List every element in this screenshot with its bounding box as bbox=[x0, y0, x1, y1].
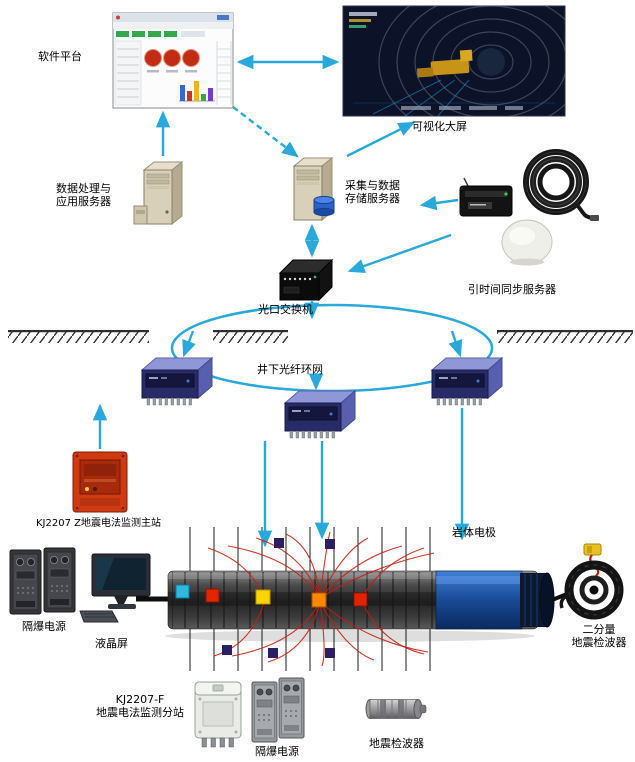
lcd-monitor bbox=[79, 553, 151, 623]
label-fiber-ring: 井下光纤环网 bbox=[257, 363, 323, 376]
label-substation: KJ2207-F 地震电法监测分站 bbox=[88, 693, 192, 719]
label-line: 存储服务器 bbox=[345, 192, 400, 205]
substation-middle bbox=[284, 390, 356, 439]
time-sync-device bbox=[459, 177, 513, 217]
label-line: 应用服务器 bbox=[56, 195, 111, 208]
gps-dome-antenna bbox=[501, 219, 553, 266]
label-line: 数据处理与 bbox=[56, 182, 111, 195]
label-line: KJ2207-F bbox=[115, 693, 165, 706]
software-platform-screenshot bbox=[112, 12, 234, 109]
label-big-screen: 可视化大屏 bbox=[412, 120, 467, 133]
ground-surface bbox=[8, 330, 633, 343]
optical-switch-device bbox=[278, 258, 334, 302]
label-flameproof-power-left: 隔爆电源 bbox=[22, 620, 66, 633]
two-component-geophone-device bbox=[559, 543, 624, 620]
substation-right bbox=[431, 357, 503, 406]
label-storage-server: 采集与数据 存储服务器 bbox=[345, 179, 400, 205]
visualization-screen bbox=[342, 5, 566, 117]
electric-field-lines bbox=[207, 531, 435, 667]
label-line: 二分量 bbox=[582, 623, 616, 636]
cable-coil bbox=[523, 149, 599, 221]
label-optical-switch: 光口交换机 bbox=[258, 303, 313, 316]
label-geophone: 地震检波器 bbox=[369, 737, 424, 750]
label-two-component-geophone: 二分量 地震检波器 bbox=[566, 623, 632, 649]
tunnel-machine bbox=[416, 49, 473, 78]
label-app-server: 数据处理与 应用服务器 bbox=[56, 182, 111, 208]
label-rock-electrode: 岩体电极 bbox=[452, 526, 496, 539]
app-server bbox=[133, 160, 184, 226]
label-software-platform: 软件平台 bbox=[38, 50, 82, 63]
substation-left bbox=[141, 357, 213, 406]
geophone-device bbox=[365, 699, 427, 719]
label-time-sync-server: 引时间同步服务器 bbox=[468, 283, 556, 296]
storage-server bbox=[292, 156, 335, 222]
label-main-station: KJ2207 Z地震电法监测主站 bbox=[36, 518, 161, 529]
junction-box-device bbox=[194, 681, 242, 748]
flameproof-power-bottom-devices bbox=[251, 677, 305, 743]
flameproof-power-left-devices bbox=[9, 547, 76, 615]
electrode-markers bbox=[175, 538, 368, 658]
label-line: 地震电法监测分站 bbox=[96, 706, 184, 719]
label-line: 采集与数据 bbox=[345, 179, 400, 192]
database-disk-icon bbox=[313, 195, 335, 217]
main-station-device bbox=[72, 451, 128, 513]
connection-arrows bbox=[92, 54, 470, 548]
label-lcd-screen: 液晶屏 bbox=[95, 637, 128, 650]
label-flameproof-power-bottom: 隔爆电源 bbox=[255, 745, 299, 758]
label-line: 地震检波器 bbox=[571, 636, 627, 649]
